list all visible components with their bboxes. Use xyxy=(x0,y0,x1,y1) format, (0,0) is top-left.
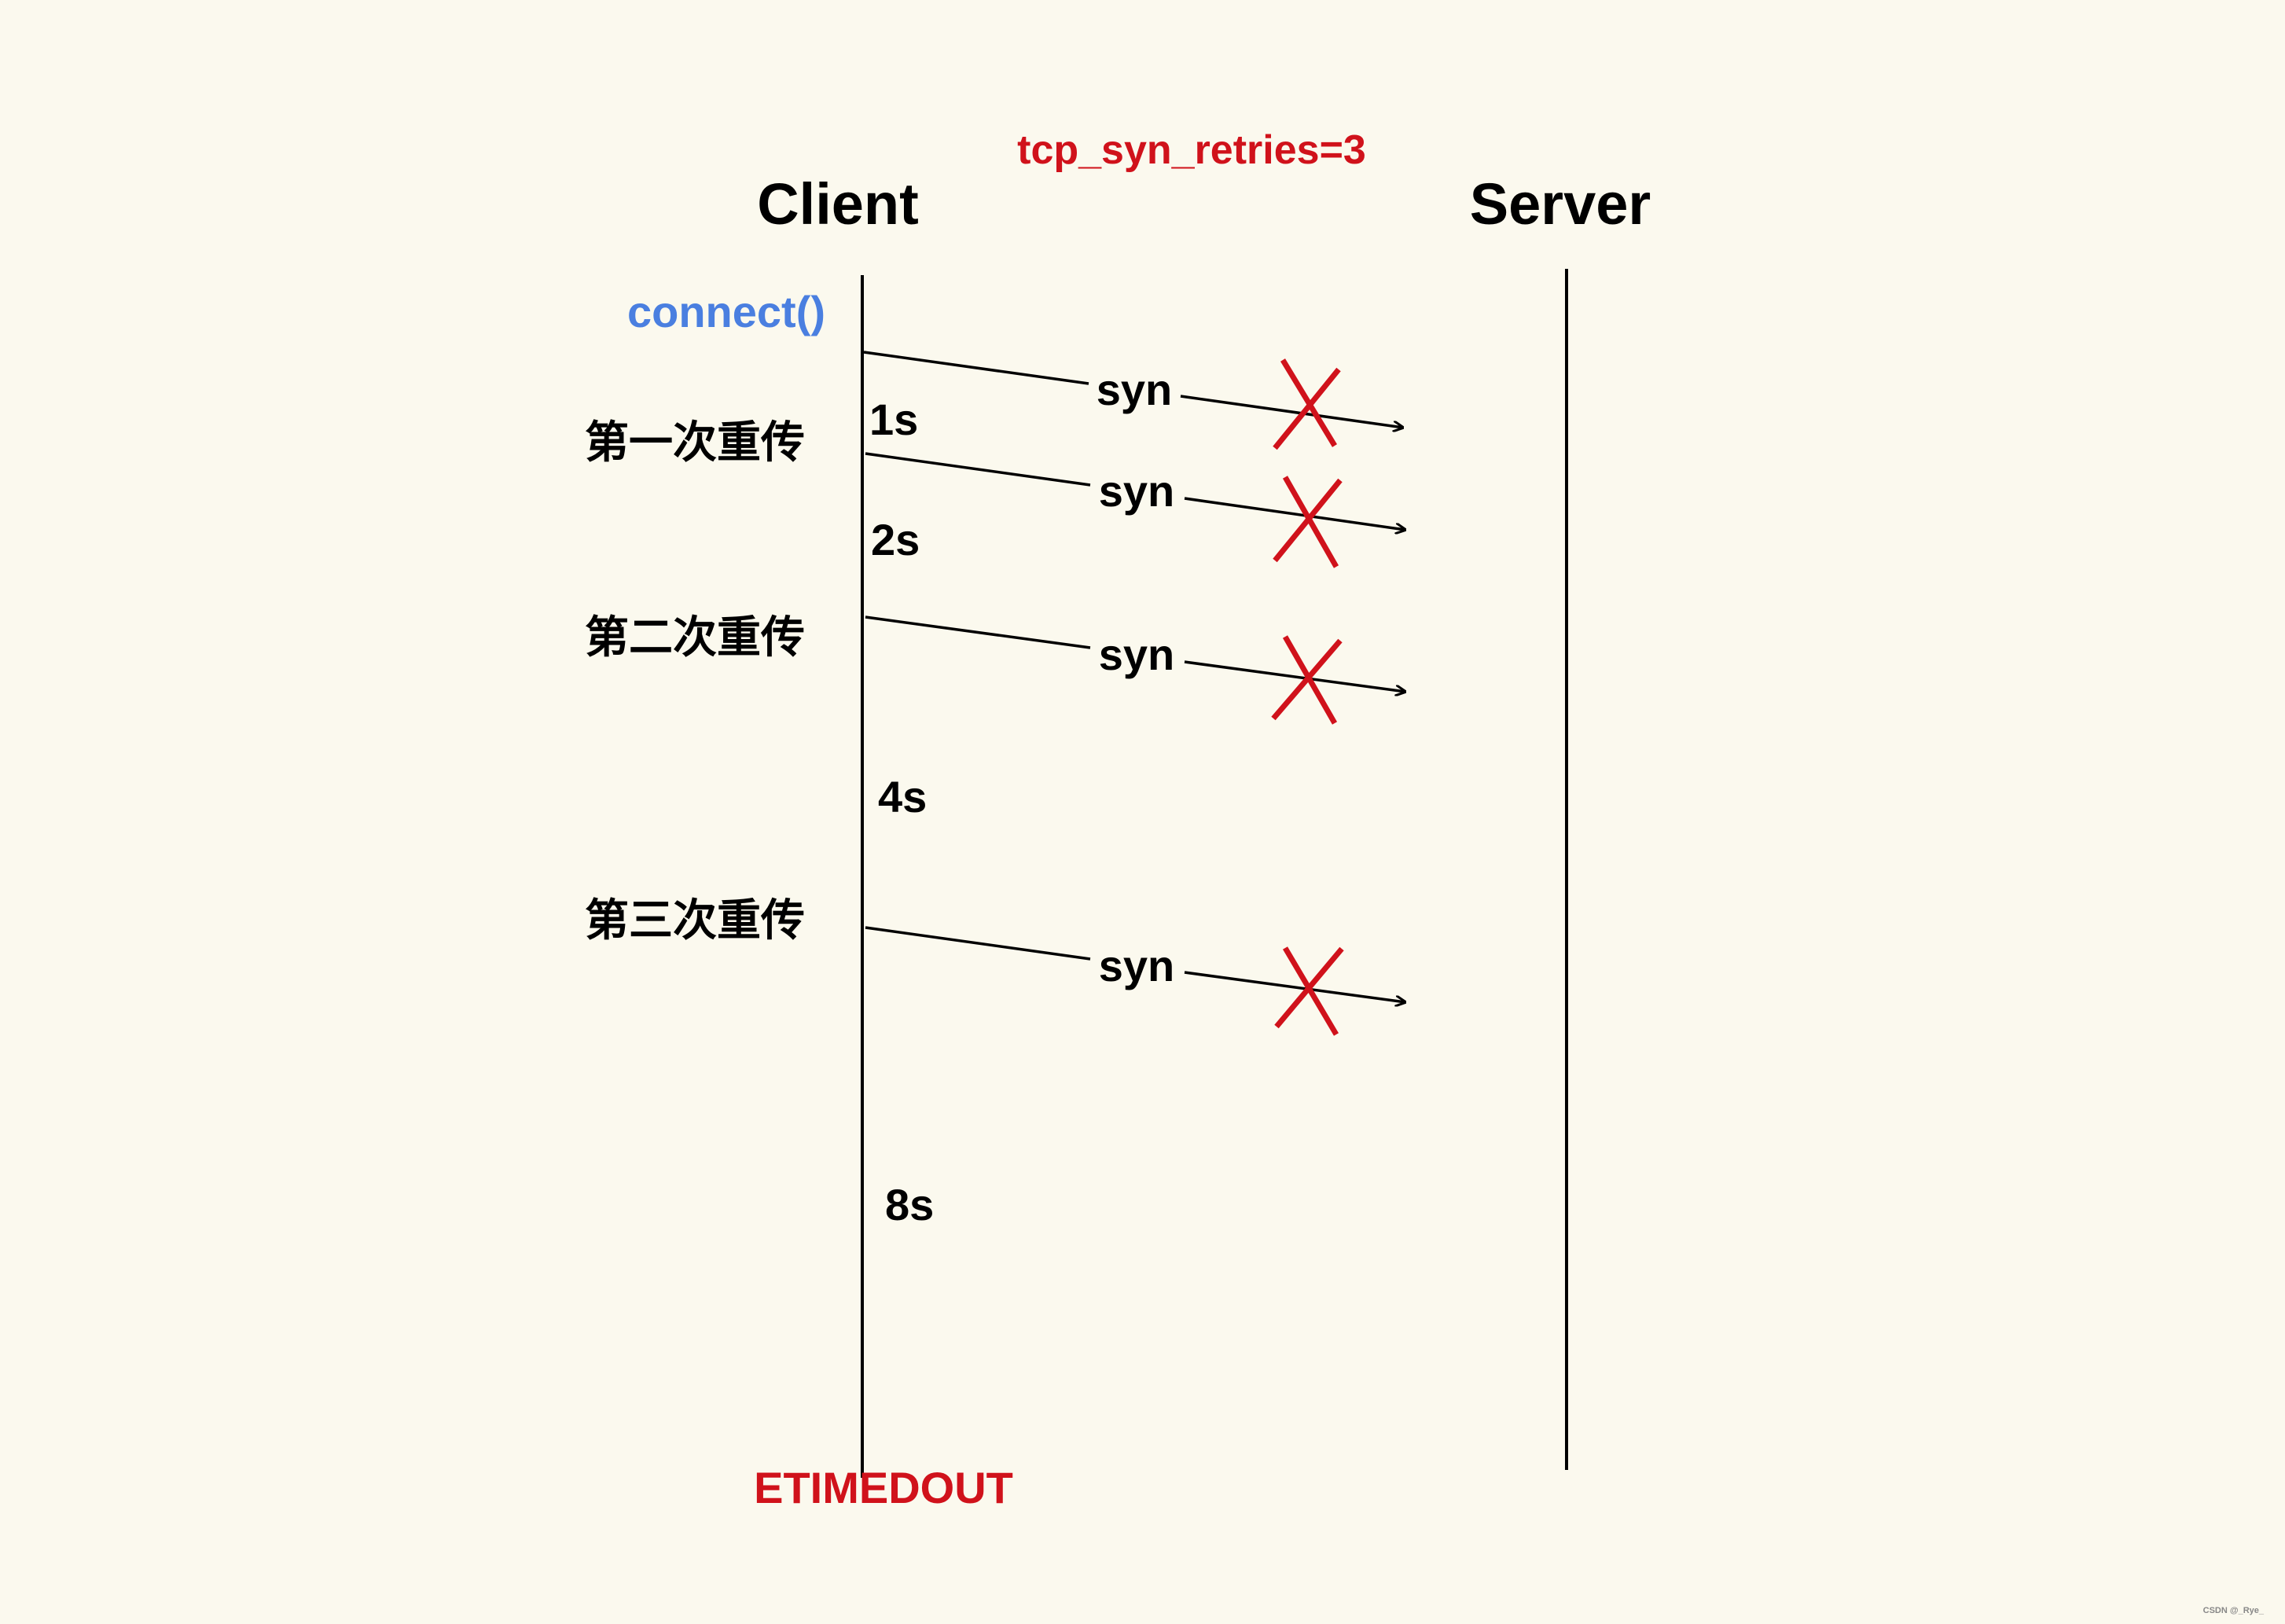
server-actor-label: Server xyxy=(1470,171,1651,237)
syn-message-3: syn xyxy=(865,615,1405,725)
connect-call-label: connect() xyxy=(627,287,825,336)
packet-lost-cross-4 xyxy=(1274,946,1344,1036)
interval-label-4s: 4s xyxy=(878,772,927,821)
syn-label-2: syn xyxy=(1099,466,1175,516)
watermark-text: CSDN @_Rye_ xyxy=(2203,1606,2265,1615)
packet-lost-cross-3 xyxy=(1271,635,1343,725)
retry-label-1: 第一次重传 xyxy=(585,417,805,467)
syn-message-2: syn xyxy=(865,452,1405,568)
interval-label-2s: 2s xyxy=(871,515,920,564)
syn-label-1: syn xyxy=(1097,365,1173,414)
syn-label-3: syn xyxy=(1099,630,1175,679)
packet-lost-cross-2 xyxy=(1273,476,1343,568)
retry-label-2: 第二次重传 xyxy=(585,612,805,662)
client-actor-label: Client xyxy=(757,171,919,237)
syn-message-4: syn xyxy=(865,926,1405,1036)
syn-label-4: syn xyxy=(1099,941,1175,990)
diagram-title: tcp_syn_retries=3 xyxy=(1017,127,1366,173)
packet-lost-cross-1 xyxy=(1273,358,1341,450)
retry-label-3: 第三次重传 xyxy=(585,895,805,945)
interval-label-8s: 8s xyxy=(885,1180,934,1229)
etimedout-result-label: ETIMEDOUT xyxy=(754,1463,1013,1512)
syn-message-1: syn xyxy=(863,351,1403,450)
interval-label-1s: 1s xyxy=(869,395,918,444)
